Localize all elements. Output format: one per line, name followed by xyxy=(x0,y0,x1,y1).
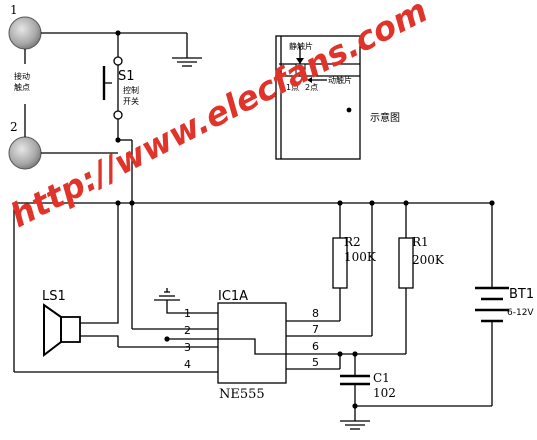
contact-1-disc xyxy=(8,16,42,50)
c1-name: C1 xyxy=(373,371,390,385)
inset-caption: 示意图 xyxy=(370,111,400,124)
inset-diagram xyxy=(275,35,361,160)
switch-label: S1 xyxy=(118,69,135,84)
speaker-ls1 xyxy=(43,203,119,358)
c1-value: 102 xyxy=(373,386,396,400)
inset-point1: 1点 xyxy=(286,83,299,92)
contact-2-label: 2 xyxy=(10,120,18,134)
contact-2-disc xyxy=(8,136,42,170)
pin-1-label: 1 xyxy=(184,307,191,320)
speaker-label: LS1 xyxy=(42,289,66,304)
inset-moving-plate: 动触片 xyxy=(328,75,352,85)
contact-caption-2: 触点 xyxy=(14,82,30,92)
switch-s1 xyxy=(102,33,123,140)
battery-bt1 xyxy=(475,203,509,406)
pin-2-label: 2 xyxy=(184,324,191,337)
contact-caption-1: 接动 xyxy=(14,71,30,81)
pin-6-label: 6 xyxy=(312,340,319,353)
wire-pin6 xyxy=(167,338,406,355)
r2-value: 100K xyxy=(344,250,377,264)
ic-name: IC1A xyxy=(218,289,248,304)
pin-8-label: 8 xyxy=(312,307,319,320)
contact-1-label: 1 xyxy=(10,3,18,17)
r1-name: R1 xyxy=(412,235,429,249)
contact-1: 1 xyxy=(8,3,42,50)
r1-value: 200K xyxy=(412,253,445,267)
ground-symbol-top xyxy=(172,57,202,67)
junction-ground xyxy=(352,403,358,409)
battery-voltage: 6-12V xyxy=(507,308,534,318)
inset-point2: 2点 xyxy=(305,83,318,92)
inset-frame xyxy=(275,35,361,160)
ground-symbol-pin1 xyxy=(154,288,218,314)
switch-caption-2: 开关 xyxy=(123,96,139,106)
inset-static-plate: 静触片 xyxy=(289,41,313,51)
ground-symbol-bottom xyxy=(340,420,370,430)
resistor-r2 xyxy=(332,203,348,321)
junction-switch-bottom xyxy=(115,137,121,143)
battery-name: BT1 xyxy=(509,287,534,302)
pin-5-label: 5 xyxy=(312,356,319,369)
pin-3-label: 3 xyxy=(184,341,191,354)
switch-caption-1: 控制 xyxy=(123,85,139,95)
r2-name: R2 xyxy=(344,235,361,249)
ic-body xyxy=(217,302,287,384)
ic-part: NE555 xyxy=(219,387,265,402)
resistor-r1 xyxy=(398,203,414,354)
inset-dot xyxy=(346,107,352,113)
pin-7-label: 7 xyxy=(312,323,319,336)
pin-4-label: 4 xyxy=(184,358,191,371)
capacitor-c1 xyxy=(340,354,370,421)
